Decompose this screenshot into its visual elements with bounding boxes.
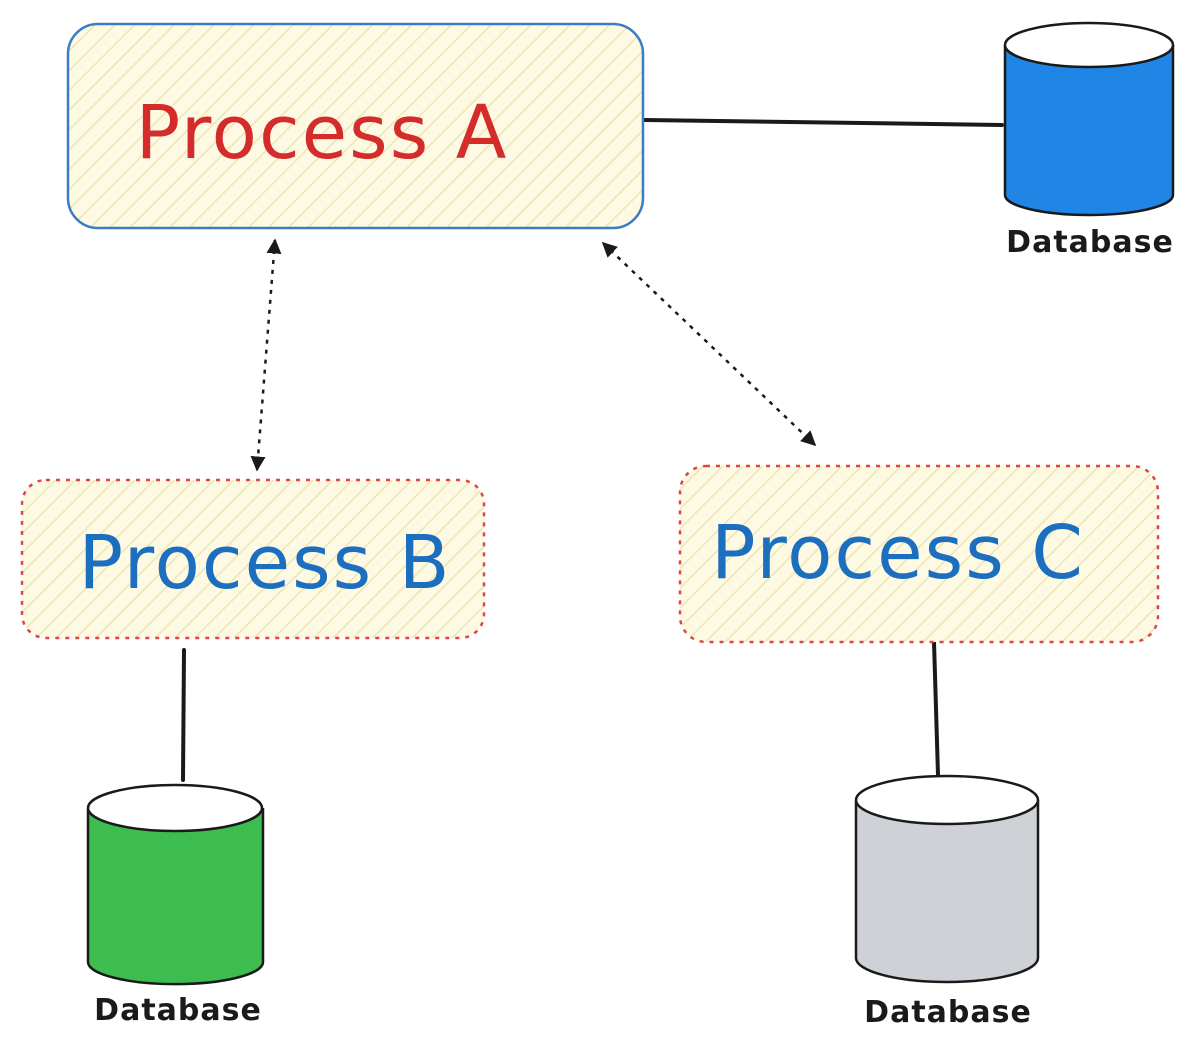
- database-c-node: Database: [854, 774, 1040, 1030]
- database-a-icon: [1003, 45, 1175, 217]
- process-c-box: [678, 464, 1160, 644]
- process-a-node: Process A: [66, 22, 645, 230]
- database-b-icon: [86, 808, 265, 986]
- connector-a-database: [643, 118, 1004, 127]
- database-c-top: [854, 774, 1040, 826]
- database-a-node: Database: [1003, 21, 1175, 260]
- process-c-node: Process C: [678, 464, 1160, 644]
- arrow-a-b: [250, 238, 282, 472]
- database-a-top: [1003, 21, 1175, 69]
- database-b-top: [86, 783, 264, 833]
- database-b-label: Database: [94, 993, 262, 1028]
- database-c-label: Database: [864, 995, 1032, 1030]
- database-b-node: Database: [86, 783, 265, 1028]
- process-b-label: Process B: [78, 520, 451, 606]
- database-a-label: Database: [1006, 225, 1174, 260]
- arrow-a-c: [601, 241, 817, 447]
- process-a-label: Process A: [136, 90, 509, 176]
- process-a-box: [66, 22, 645, 230]
- connector-c-database: [932, 640, 940, 777]
- database-c-icon: [854, 800, 1040, 984]
- process-b-node: Process B: [20, 478, 486, 640]
- connector-b-database: [181, 648, 186, 782]
- process-b-box: [20, 478, 486, 640]
- process-c-label: Process C: [711, 510, 1085, 596]
